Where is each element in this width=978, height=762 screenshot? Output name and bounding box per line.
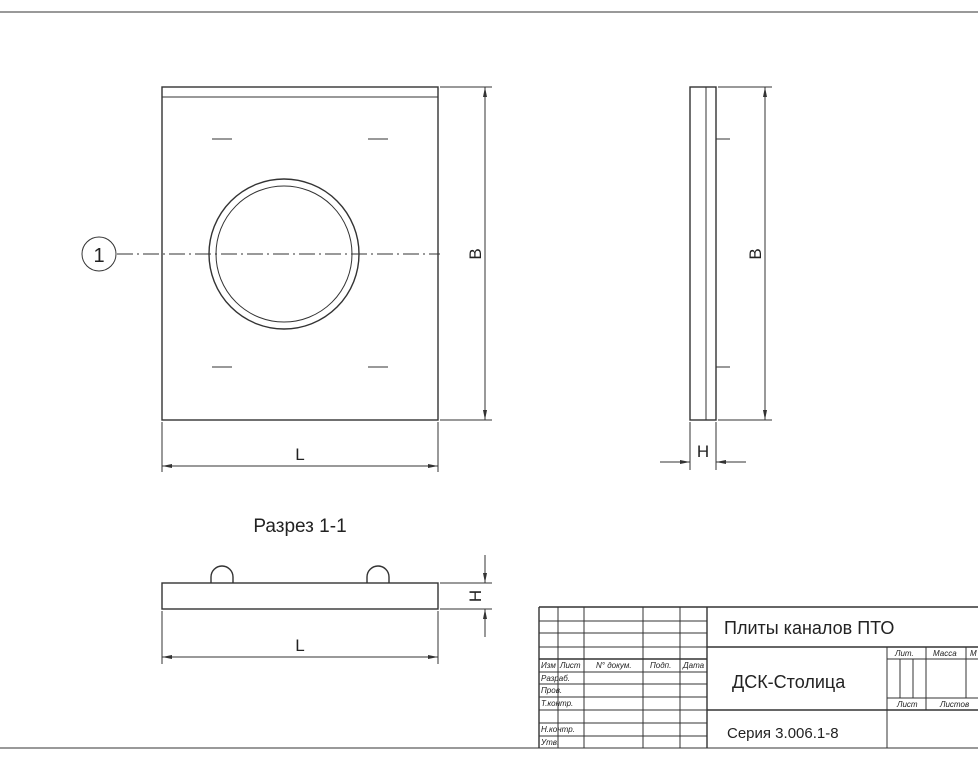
dimension-label-b: B [466, 248, 485, 259]
tb-row-nkontr: Н.контр. [541, 725, 575, 734]
tb-title: Плиты каналов ПТО [724, 618, 894, 638]
tb-mass-label: Масса [933, 649, 957, 658]
tb-row-razrab: Разраб. [541, 674, 570, 683]
sheet-frame [0, 11, 978, 749]
tb-row-utv: Утв. [540, 738, 559, 747]
front-view: 1 B L [81, 86, 492, 472]
plate-side-outline [689, 86, 717, 421]
tb-product: ДСК-Столица [732, 672, 846, 692]
lifting-loop-left [210, 565, 234, 583]
side-dimension-label-b: B [746, 248, 765, 259]
tb-row-prov: Пров. [541, 686, 562, 695]
tb-col-sign: Подп. [650, 661, 671, 670]
lifting-loop-right [366, 565, 390, 583]
tb-sheet-label: Лист [896, 700, 918, 709]
section-marker-circle [81, 236, 117, 272]
section-hatched-plate [161, 582, 439, 610]
title-block: Изм Лист N° докум. Подп. Дата Разраб. Пр… [538, 606, 978, 748]
tb-col-izm: Изм [541, 661, 556, 670]
dimension-label-l: L [295, 445, 304, 464]
section-view: Разрез 1-1 H L [161, 516, 492, 664]
section-title: Разрез 1-1 [253, 516, 346, 537]
tb-col-doc: N° докум. [596, 661, 632, 670]
section-dimension-label-l: L [295, 636, 304, 655]
tb-row-tkontr: Т.контр. [541, 699, 573, 708]
tb-col-date: Дата [682, 661, 705, 670]
tb-col-list: Лист [559, 661, 581, 670]
section-dimension-label-h: H [466, 590, 485, 602]
side-view: B H [660, 86, 772, 470]
tb-scale-label: М [970, 649, 977, 658]
tb-sheets-label: Листов [939, 700, 969, 709]
side-dimension-label-h: H [697, 442, 709, 461]
tb-lit-label: Лит. [894, 649, 914, 658]
tb-series: Серия 3.006.1-8 [727, 725, 839, 742]
section-marker-label: 1 [93, 245, 104, 267]
